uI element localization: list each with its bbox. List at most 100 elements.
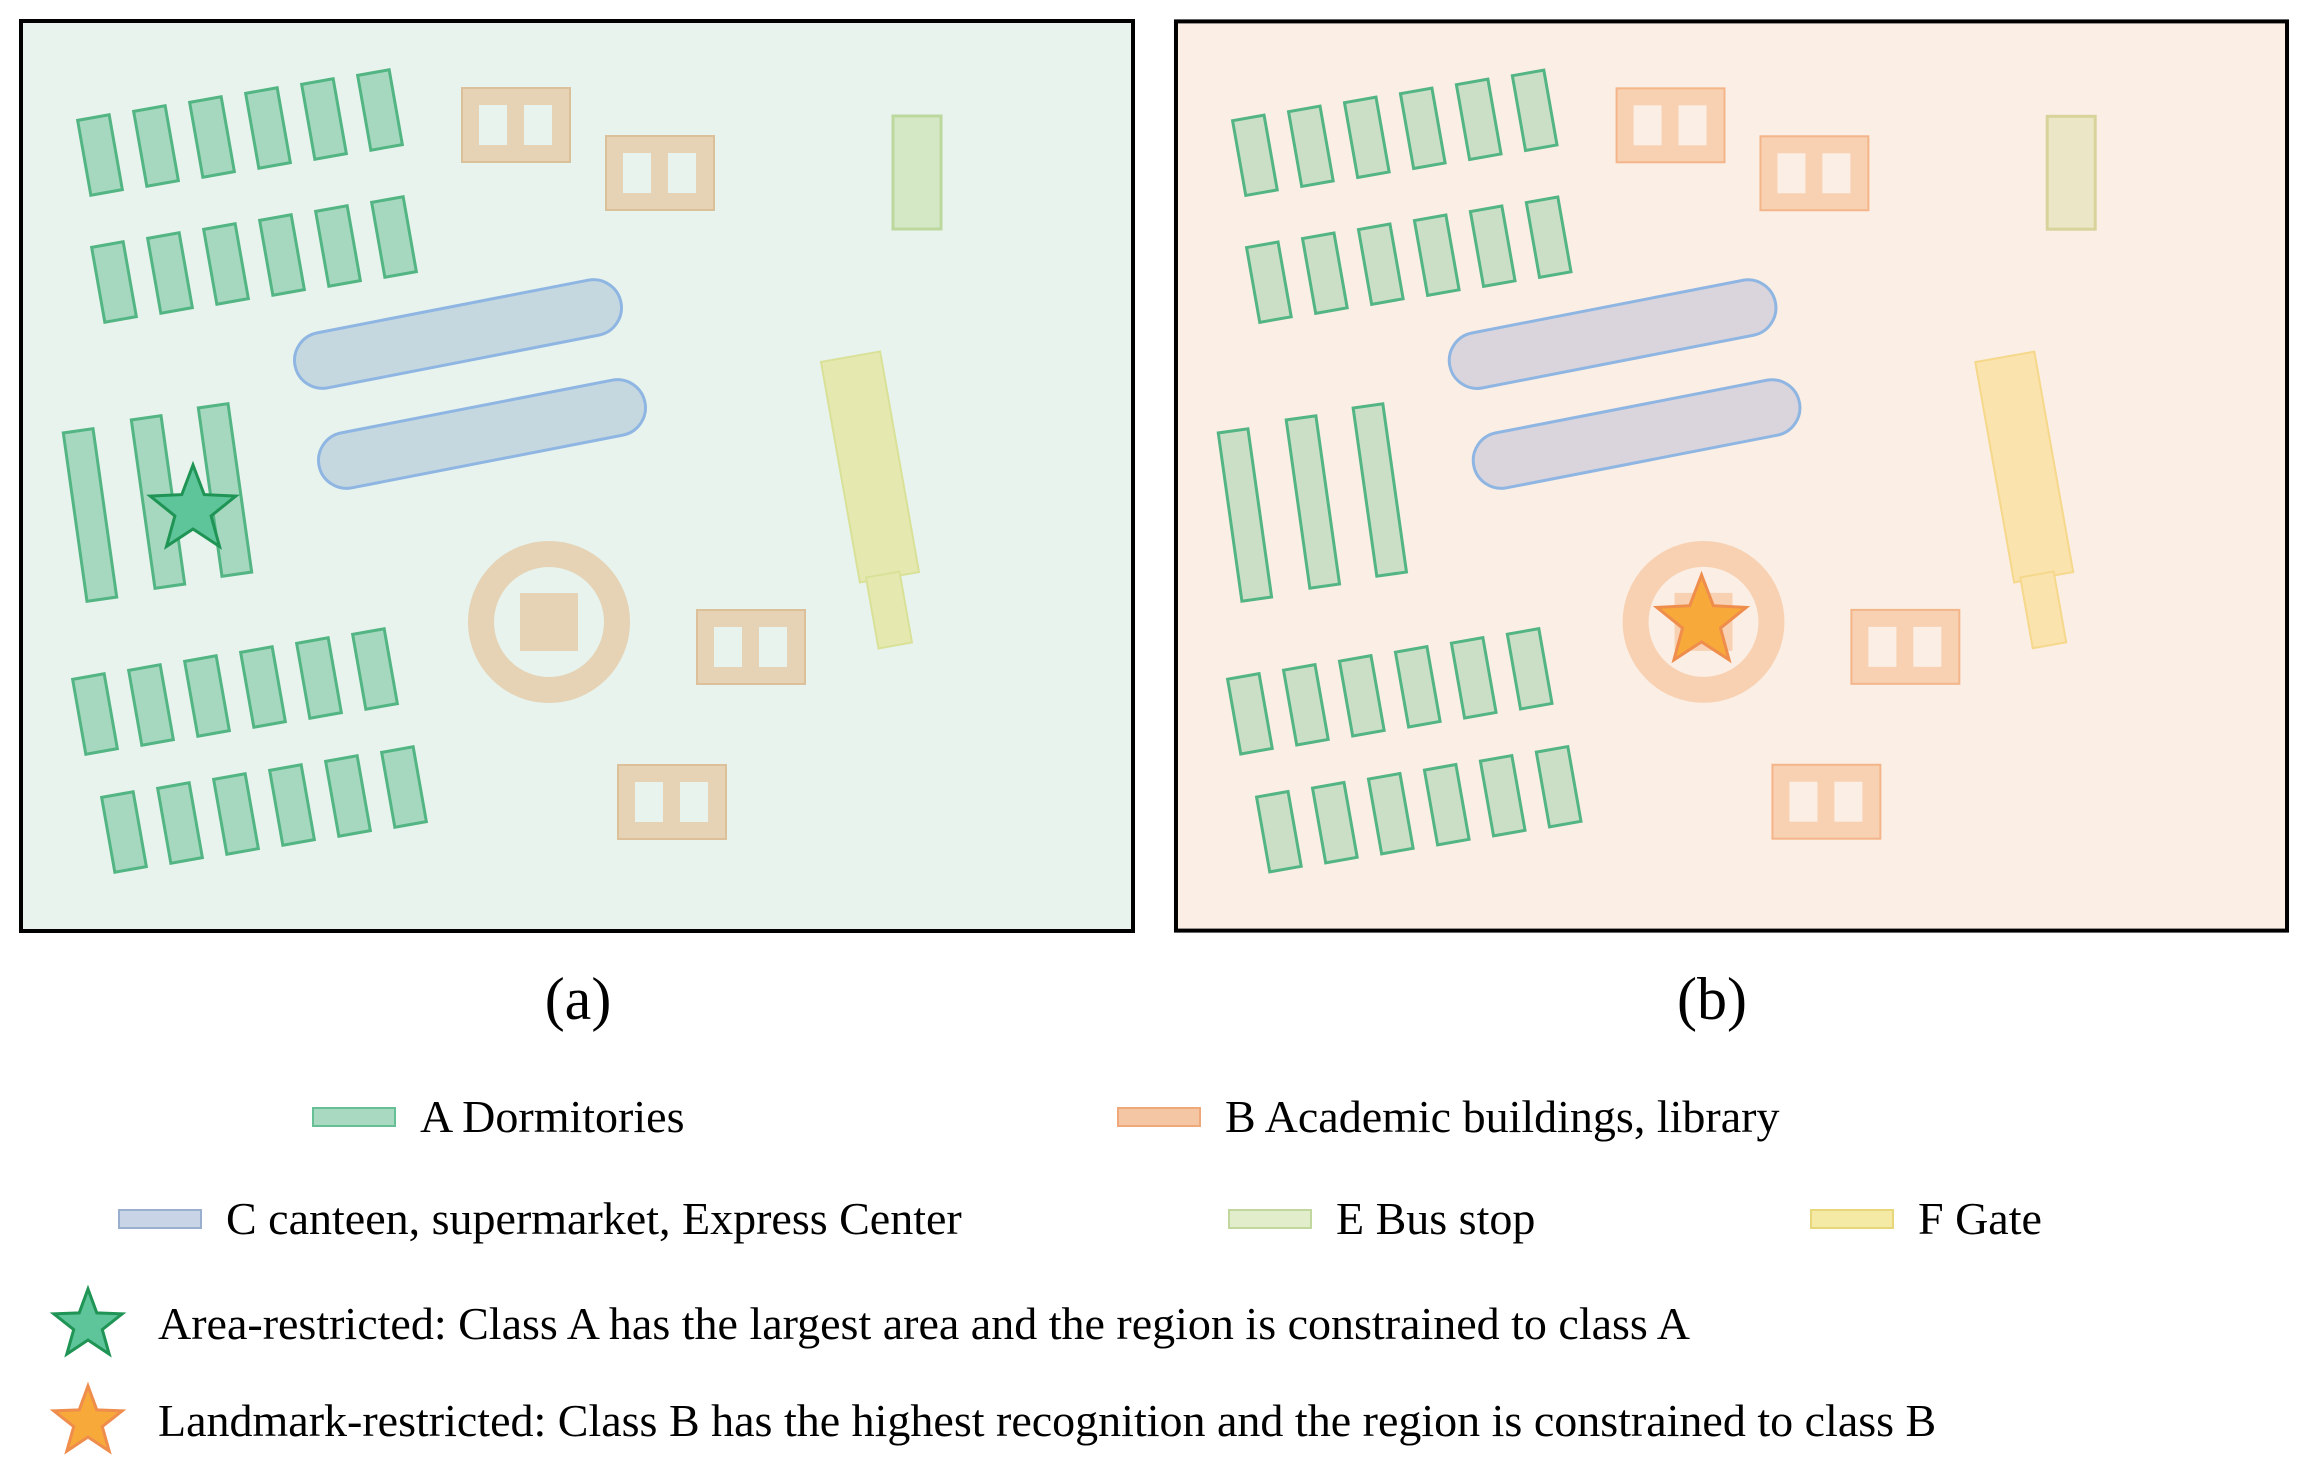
legend-swatch-a	[312, 1106, 396, 1127]
academic-building-window	[1777, 153, 1806, 194]
dormitory-building	[267, 763, 317, 847]
dormitory-building	[294, 636, 344, 720]
legend-item-dormitories: A Dormitories	[312, 1090, 684, 1143]
dormitory-building	[323, 754, 373, 838]
legend-label-b: B Academic buildings, library	[1225, 1091, 1780, 1142]
dormitory-building	[1478, 753, 1527, 838]
bus-stop	[891, 114, 943, 231]
library-ring	[468, 541, 630, 703]
dormitory-building	[126, 663, 176, 747]
library-center	[520, 593, 578, 651]
gate-post	[2019, 570, 2068, 650]
legend-landmark-restricted: Landmark-restricted: Class B has the hig…	[48, 1380, 1936, 1460]
dormitory-building	[187, 95, 237, 179]
dormitory-building	[1337, 653, 1386, 738]
dormitory-building	[1356, 222, 1405, 307]
tall-dormitory-building	[1351, 402, 1409, 578]
legend-area-restricted: Area-restricted: Class A has the largest…	[48, 1283, 1690, 1363]
dormitory-building	[1398, 86, 1447, 171]
green-star-icon	[146, 460, 240, 550]
legend-item-bus-stop: E Bus stop	[1228, 1192, 1535, 1245]
dormitory-building	[155, 781, 205, 865]
dormitory-building	[1524, 195, 1573, 280]
academic-building-window	[759, 627, 787, 667]
academic-building	[605, 135, 715, 211]
legend-label-a: A Dormitories	[420, 1091, 685, 1142]
dormitory-building	[1281, 662, 1330, 747]
legend-label-c: C canteen, supermarket, Express Center	[226, 1193, 962, 1244]
orange-star-icon	[1652, 570, 1751, 664]
panel-b-caption: (b)	[1677, 966, 1747, 1032]
dormitory-building	[313, 204, 363, 288]
dormitory-building	[201, 222, 251, 306]
dormitory-building	[1422, 762, 1471, 847]
academic-building-window	[479, 105, 507, 145]
academic-building	[1615, 87, 1726, 164]
dormitory-building	[70, 672, 120, 756]
tall-dormitory-building	[1216, 427, 1274, 603]
dormitory-building	[238, 645, 288, 729]
dormitory-building	[89, 240, 139, 324]
academic-building-window	[1913, 626, 1942, 667]
tall-dormitory-building	[61, 427, 119, 603]
legend-item-canteen: C canteen, supermarket, Express Center	[118, 1192, 962, 1245]
dormitory-building	[99, 790, 149, 874]
academic-building-window	[668, 153, 696, 193]
green-star-icon	[49, 1284, 127, 1358]
dormitory-building	[1230, 113, 1279, 198]
legend-item-academic: B Academic buildings, library	[1117, 1090, 1779, 1143]
academic-building	[461, 87, 571, 163]
dormitory-building	[1300, 231, 1349, 316]
academic-building-window	[714, 627, 742, 667]
dormitory-building	[257, 213, 307, 297]
legend-swatch-f	[1810, 1208, 1894, 1229]
legend-item-gate: F Gate	[1810, 1192, 2042, 1245]
academic-building-window	[680, 782, 708, 822]
dormitory-building	[1449, 635, 1498, 720]
dormitory-building	[1310, 780, 1359, 865]
dormitory-building	[1454, 77, 1503, 162]
dormitory-building	[1393, 644, 1442, 729]
dormitory-building	[355, 68, 405, 152]
academic-building	[1850, 608, 1961, 685]
legend-label-e: E Bus stop	[1336, 1193, 1536, 1244]
map-panel-b	[1173, 19, 2290, 933]
dormitory-building	[1254, 789, 1303, 874]
academic-building-window	[524, 105, 552, 145]
academic-building	[617, 764, 727, 840]
academic-building-window	[1868, 626, 1897, 667]
academic-building-window	[1834, 781, 1863, 822]
legend-swatch-b	[1117, 1106, 1201, 1127]
dormitory-building	[299, 77, 349, 161]
dormitory-building	[379, 745, 429, 829]
dormitory-building	[243, 86, 293, 170]
academic-building	[1771, 763, 1882, 840]
dormitory-building	[1366, 771, 1415, 856]
dormitory-building	[1534, 744, 1583, 829]
dormitory-building	[369, 195, 419, 279]
legend-swatch-e	[1228, 1208, 1312, 1229]
orange-star-icon	[49, 1381, 127, 1455]
canteen-building	[317, 378, 647, 490]
dormitory-building	[131, 104, 181, 188]
dormitory-building	[1505, 626, 1554, 711]
academic-building-window	[635, 782, 663, 822]
dormitory-building	[1510, 68, 1559, 153]
dormitory-building	[182, 654, 232, 738]
academic-building	[1759, 135, 1870, 212]
canteen-building	[1471, 378, 1802, 490]
academic-building	[696, 609, 806, 685]
dormitory-building	[75, 113, 125, 197]
legend-label-f: F Gate	[1918, 1193, 2042, 1244]
academic-building-window	[1633, 105, 1662, 146]
academic-building-window	[1678, 105, 1707, 146]
dormitory-building	[211, 772, 261, 856]
canteen-building	[293, 278, 623, 390]
legend-area-restricted-text: Area-restricted: Class A has the largest…	[158, 1297, 1691, 1349]
academic-building-window	[623, 153, 651, 193]
dormitory-building	[1468, 204, 1517, 289]
dormitory-building	[145, 231, 195, 315]
gate-post	[864, 570, 914, 650]
tall-dormitory-building	[196, 402, 254, 578]
academic-building-window	[1822, 153, 1851, 194]
